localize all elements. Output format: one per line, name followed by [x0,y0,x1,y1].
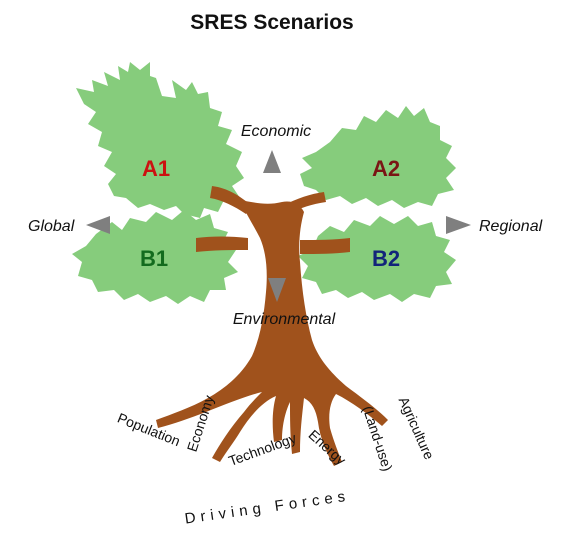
arrow-up-icon [263,150,281,173]
scenario-label-a2: A2 [372,156,400,181]
foliage [72,62,456,304]
axis-label-environmental: Environmental [233,311,336,328]
arrow-left-icon [86,216,110,234]
root-label-land-use: (Land-use) [360,404,396,473]
scenario-label-a1: A1 [142,156,170,181]
arrow-down-icon [268,278,286,302]
diagram-title: SRES Scenarios [190,11,353,34]
tree-trunk [156,186,388,466]
branch-a1 [210,186,252,214]
axis-label-economic: Economic [241,123,311,140]
branch-b1 [196,236,248,252]
driving-forces-label: Driving Forces [184,488,351,528]
root-label-economy: Economy [184,393,217,453]
foliage-b2 [298,216,456,302]
arrow-right-icon [446,216,471,234]
branch-b2 [300,238,350,254]
trunk-main [156,200,388,466]
foliage-b1 [72,210,238,304]
scenario-label-b1: B1 [140,246,168,271]
scenario-label-b2: B2 [372,246,400,271]
axis-label-global: Global [28,218,75,235]
direction-arrows [86,150,471,302]
foliage-a1 [76,62,244,218]
foliage-a2 [300,106,456,208]
axis-label-regional: Regional [479,218,543,235]
root-label-agriculture: Agriculture [396,394,438,462]
